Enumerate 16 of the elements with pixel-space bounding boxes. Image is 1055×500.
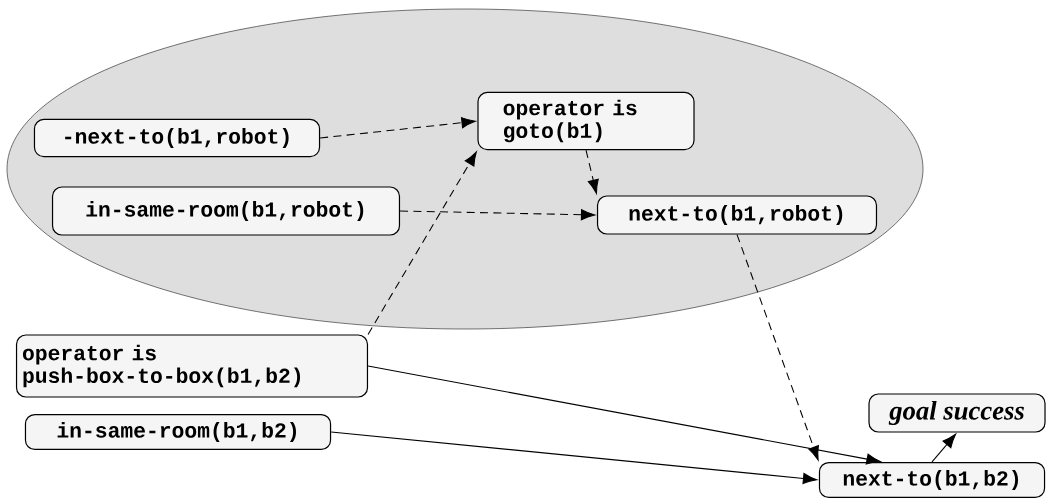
condition-box: next-to(b1,b2) xyxy=(818,461,1046,499)
arrow xyxy=(330,431,818,485)
arrow xyxy=(736,234,819,461)
arrow xyxy=(931,433,957,463)
condition-box: operator is push-box-to-box(b1,b2) xyxy=(15,334,369,398)
arrow xyxy=(367,151,477,335)
arrow xyxy=(319,117,476,139)
arrow xyxy=(399,209,596,221)
condition-box: in-same-room(b1,b2) xyxy=(24,413,332,451)
arrow xyxy=(585,149,599,194)
arrow xyxy=(367,365,881,465)
condition-box: next-to(b1,robot) xyxy=(596,195,878,235)
condition-box: -next-to(b1,robot) xyxy=(33,118,321,158)
condition-box: in-same-room(b1,robot) xyxy=(51,186,401,236)
goal-box: goal success xyxy=(868,393,1046,433)
condition-box: operator is goto(b1) xyxy=(477,91,695,151)
